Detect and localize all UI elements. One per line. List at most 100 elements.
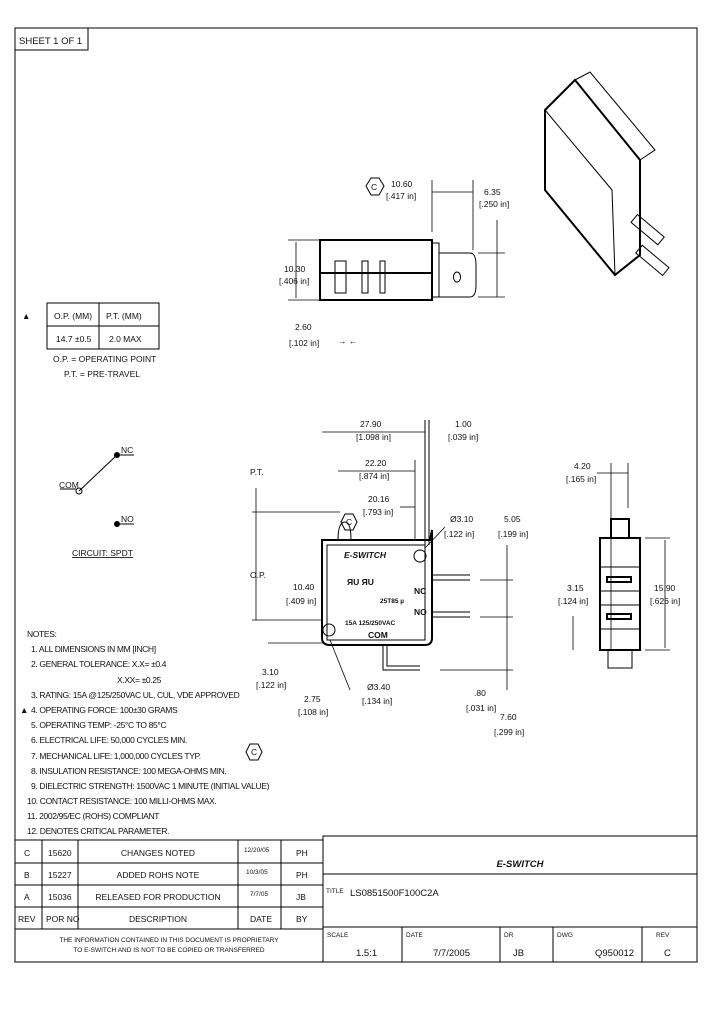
- dim-label: [.124 in]: [558, 596, 588, 606]
- svg-text:PH: PH: [296, 848, 308, 858]
- dimension-arrows-icon: → ←: [338, 336, 357, 346]
- dim-label: 7.60: [500, 712, 517, 722]
- dim-label: 3.10: [262, 667, 279, 677]
- dim-label: Ø3.10: [450, 514, 473, 524]
- svg-text:DATE: DATE: [250, 914, 272, 924]
- certification-marks-icon: ЯU ЯU: [347, 577, 374, 587]
- svg-text:8. INSULATION RESISTANCE: 100: 8. INSULATION RESISTANCE: 100 MEGA-OHMS …: [31, 766, 226, 776]
- dim-label: [.409 in]: [286, 596, 316, 606]
- svg-text:2. GENERAL TOLERANCE: X.X= ±0.: 2. GENERAL TOLERANCE: X.X= ±0.4: [31, 659, 167, 669]
- notes: NOTES: 1. ALL DIMENSIONS IN MM [INCH] 2.…: [20, 629, 270, 836]
- svg-text:5. OPERATING TEMP: -25°C TO 85: 5. OPERATING TEMP: -25°C TO 85°C: [31, 720, 166, 730]
- sheet-box: [14, 27, 89, 51]
- dim-label: 5.05: [504, 514, 521, 524]
- svg-text:ADDED ROHS NOTE: ADDED ROHS NOTE: [117, 870, 200, 880]
- svg-text:E-SWITCH: E-SWITCH: [344, 550, 387, 560]
- svg-text:O.P. = OPERATING POINT: O.P. = OPERATING POINT: [53, 354, 156, 364]
- dim-label: 2.60: [295, 322, 312, 332]
- dim-label: 4.20: [574, 461, 591, 471]
- dim-label: [.250 in]: [479, 199, 509, 209]
- dim-label: 27.90: [360, 419, 382, 429]
- svg-text:NO: NO: [414, 607, 427, 617]
- top-view: C 10.60 [.417 in] 6.35 [.250 in] 10.30 […: [279, 177, 509, 348]
- svg-text:REV: REV: [18, 914, 36, 924]
- title-block: E-SWITCH TITLE LS0851500F100C2A SCALE 1.…: [322, 835, 698, 963]
- dim-label: 2.75: [304, 694, 321, 704]
- dim-label: 6.35: [484, 187, 501, 197]
- svg-text:12. DENOTES CRITICAL PARAMETER: 12. DENOTES CRITICAL PARAMETER.: [27, 826, 169, 836]
- sheet-label: SHEET 1 OF 1: [19, 36, 82, 47]
- revision-marker-icon: [245, 743, 263, 761]
- revision-table: C 15620 CHANGES NOTED 12/20/05 PH B 1522…: [14, 839, 324, 963]
- svg-text:SCALE: SCALE: [327, 932, 349, 939]
- revision-marker-icon: [340, 513, 358, 531]
- svg-text:9. DIELECTRIC STRENGTH: 1500VA: 9. DIELECTRIC STRENGTH: 1500VAC 1 MINUTE…: [31, 781, 270, 791]
- svg-text:PH: PH: [296, 870, 308, 880]
- svg-text:7/7/05: 7/7/05: [250, 891, 268, 898]
- e-switch-logo: E-SWITCH: [497, 859, 545, 870]
- dim-label: [.102 in]: [289, 338, 319, 348]
- svg-text:CIRCUIT: SPDT: CIRCUIT: SPDT: [72, 548, 133, 558]
- svg-text:CHANGES NOTED: CHANGES NOTED: [121, 848, 195, 858]
- svg-text:COM: COM: [368, 630, 388, 640]
- dim-label: .80: [474, 688, 486, 698]
- svg-text:A: A: [24, 892, 30, 902]
- svg-text:15A 125/250VAC: 15A 125/250VAC: [345, 620, 396, 627]
- svg-text:BY: BY: [296, 914, 308, 924]
- dim-label: [1.098 in]: [356, 432, 391, 442]
- dim-label: 3.15: [567, 583, 584, 593]
- svg-text:15036: 15036: [48, 892, 72, 902]
- svg-text:RELEASED FOR PRODUCTION: RELEASED FOR PRODUCTION: [95, 892, 220, 902]
- dim-label: [.874 in]: [359, 471, 389, 481]
- svg-text:7. MECHANICAL LIFE: 1,000,000: 7. MECHANICAL LIFE: 1,000,000 CYCLES TYP…: [31, 751, 201, 761]
- dim-label: Ø3.40: [367, 682, 390, 692]
- dim-label: [.417 in]: [386, 191, 416, 201]
- dim-label: 10.40: [293, 582, 315, 592]
- svg-text:11. 2002/95/EC (ROHS) COMPLIAN: 11. 2002/95/EC (ROHS) COMPLIANT: [27, 811, 159, 821]
- svg-text:P.T. (MM): P.T. (MM): [106, 311, 142, 321]
- svg-text:NO: NO: [121, 514, 134, 524]
- sheet-border: [14, 27, 698, 963]
- dim-label: [.199 in]: [498, 529, 528, 539]
- svg-text:P.T. = PRE-TRAVEL: P.T. = PRE-TRAVEL: [64, 369, 140, 379]
- svg-text:REV: REV: [656, 932, 670, 939]
- svg-text:10. CONTACT RESISTANCE: 100 MI: 10. CONTACT RESISTANCE: 100 MILLI-OHMS M…: [27, 796, 216, 806]
- svg-text:C: C: [371, 182, 377, 192]
- svg-text:C: C: [664, 948, 671, 959]
- dim-label: 20.16: [368, 494, 390, 504]
- svg-text:X.XX= ±0.25: X.XX= ±0.25: [117, 675, 162, 685]
- dim-label: 22.20: [365, 458, 387, 468]
- svg-text:P.T.: P.T.: [250, 467, 264, 477]
- svg-text:1.5:1: 1.5:1: [356, 948, 377, 959]
- dim-label: [.299 in]: [494, 727, 524, 737]
- svg-text:C: C: [251, 747, 257, 757]
- svg-text:DR: DR: [504, 932, 514, 939]
- svg-text:15620: 15620: [48, 848, 72, 858]
- dim-label: [.122 in]: [256, 680, 286, 690]
- revision-row: B 15227 ADDED ROHS NOTE 10/3/05 PH: [24, 869, 308, 880]
- dim-label: [.793 in]: [363, 507, 393, 517]
- proprietary-notice: TO E-SWITCH AND IS NOT TO BE COPIED OR T…: [73, 947, 264, 954]
- dim-label: [.122 in]: [444, 529, 474, 539]
- dim-label: [.031 in]: [466, 703, 496, 713]
- revision-marker-icon: [365, 177, 385, 196]
- dim-label: 10.60: [391, 179, 413, 189]
- isometric-view: [544, 71, 670, 277]
- svg-text:DESCRIPTION: DESCRIPTION: [129, 914, 187, 924]
- svg-text:B: B: [24, 870, 30, 880]
- svg-text:C: C: [24, 848, 30, 858]
- svg-text:O.P. (MM): O.P. (MM): [54, 311, 92, 321]
- revision-row: C 15620 CHANGES NOTED 12/20/05 PH: [24, 847, 308, 858]
- critical-triangle-icon: ▲: [22, 311, 30, 321]
- svg-text:DWG: DWG: [557, 932, 573, 939]
- critical-triangle-icon: ▲: [20, 705, 28, 715]
- dim-label: 15.90: [654, 583, 676, 593]
- dim-label: [.134 in]: [362, 696, 392, 706]
- svg-text:C: C: [346, 517, 352, 527]
- front-view: E-SWITCH ЯU ЯU 25T85 µ NC NO 15A 125/250…: [250, 419, 528, 737]
- proprietary-notice: THE INFORMATION CONTAINED IN THIS DOCUME…: [59, 937, 279, 944]
- svg-text:3. RATING: 15A @125/250VAC UL,: 3. RATING: 15A @125/250VAC UL, CUL, VDE …: [31, 690, 240, 700]
- svg-text:7/7/2005: 7/7/2005: [433, 948, 470, 959]
- side-view: 4.20 [.165 in] 3.15 [.124 in] 15.90 [.62…: [558, 461, 680, 669]
